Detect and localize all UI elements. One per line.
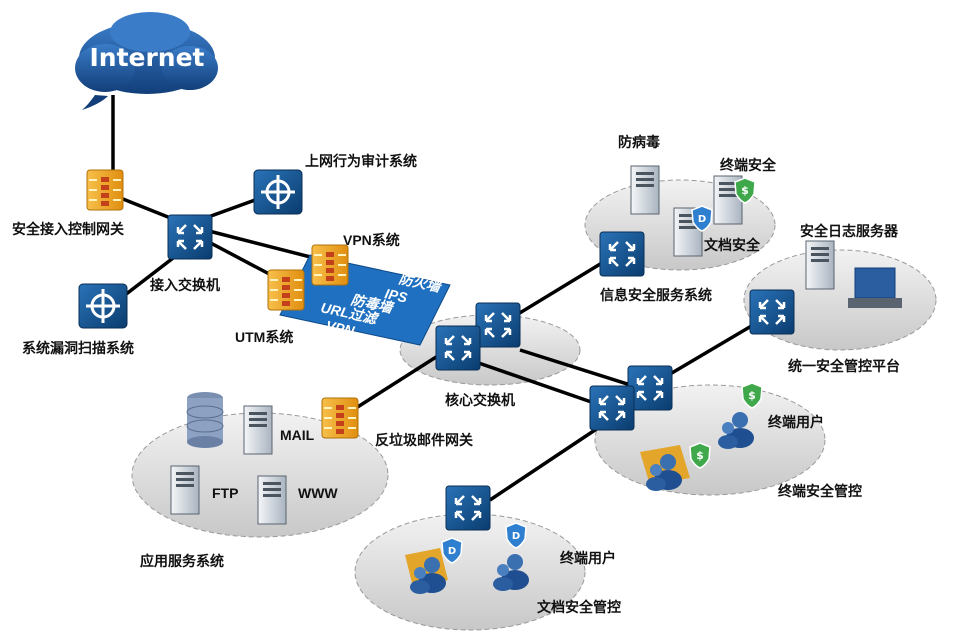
label-unified-platform: 统一安全管控平台 — [788, 358, 900, 374]
security-band: 防火墙 IPS 防毒墙 URL过滤 VPN — [279, 254, 451, 346]
core-switch-back-icon — [474, 301, 522, 349]
band-line-ips: IPS — [383, 285, 409, 305]
label-antivirus: 防病毒 — [618, 134, 660, 150]
label-endpoint-control: 终端安全管控 — [778, 483, 862, 499]
internet-label: Internet — [89, 43, 204, 72]
utm-firewall-icon — [267, 269, 305, 311]
info-sec-switch-icon — [598, 230, 646, 278]
label-access-switch: 接入交换机 — [150, 277, 220, 293]
label-utm: UTM系统 — [235, 329, 293, 345]
endpoint-switch-icon — [588, 384, 636, 432]
label-app-servers: 应用服务系统 — [140, 553, 224, 569]
label-antispam: 反垃圾邮件网关 — [375, 432, 473, 448]
monitor-workstation-icon — [848, 267, 902, 308]
unified-platform-switch-icon — [748, 288, 796, 336]
access-switch-icon — [166, 213, 214, 261]
label-core-switch: 核心交换机 — [445, 392, 515, 408]
label-vpn: VPN系统 — [343, 232, 400, 248]
endpoint-switch-back-icon — [626, 364, 674, 412]
internet-cloud: Internet — [75, 12, 218, 110]
database-icon — [186, 392, 224, 448]
label-mail: MAIL — [280, 427, 315, 443]
label-ftp: FTP — [212, 485, 238, 501]
ftp-server-icon — [170, 465, 200, 515]
antivirus-server-icon — [630, 165, 660, 215]
log-server-icon — [805, 240, 835, 290]
vuln-scanner-icon — [77, 282, 129, 330]
label-log-server: 安全日志服务器 — [800, 223, 899, 239]
label-endpoint-security: 终端安全 — [720, 157, 777, 173]
www-server-icon — [257, 475, 287, 525]
band-line-vpn: VPN — [324, 317, 356, 339]
label-doc-control: 文档安全管控 — [537, 599, 621, 615]
label-doc-security: 文档安全 — [704, 237, 761, 253]
label-audit: 上网行为审计系统 — [305, 153, 417, 169]
label-gateway: 安全接入控制网关 — [12, 221, 124, 237]
antispam-firewall-icon — [321, 397, 359, 439]
doc-control-switch-icon — [444, 484, 492, 532]
label-www: WWW — [298, 485, 338, 501]
vpn-firewall-icon — [311, 244, 349, 286]
access-gateway-firewall-icon — [86, 169, 124, 211]
label-info-sec-service: 信息安全服务系统 — [600, 287, 712, 303]
label-endpoint-users-bottom: 终端用户 — [560, 550, 616, 566]
label-vuln-scan: 系统漏洞扫描系统 — [22, 340, 134, 356]
label-endpoint-users-right: 终端用户 — [768, 414, 824, 430]
audit-system-icon — [252, 168, 304, 216]
core-switch-icon — [434, 324, 482, 372]
mail-server-icon — [243, 405, 273, 455]
